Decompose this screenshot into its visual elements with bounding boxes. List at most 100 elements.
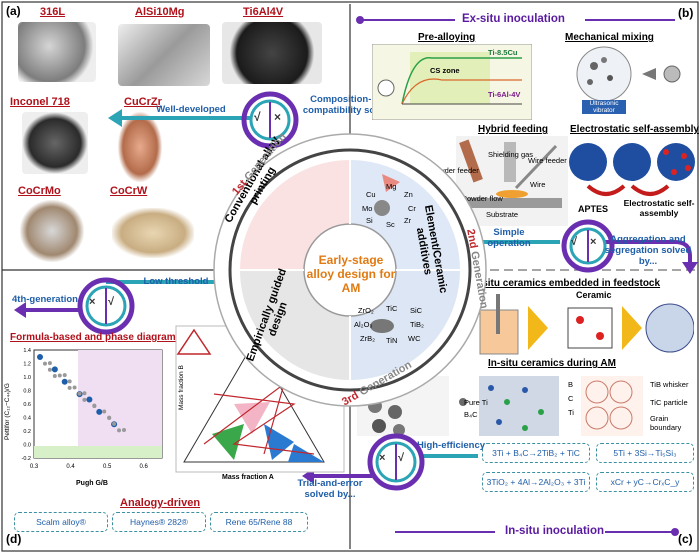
- lens-ab: [241, 91, 299, 149]
- cross-mark-cd: ×: [379, 452, 386, 464]
- part-inconel718-image: [22, 112, 88, 174]
- element-sc: Sc: [386, 220, 395, 229]
- well-developed-label: Well-developed: [156, 104, 226, 115]
- lens-d: [77, 277, 135, 335]
- scatter-point: [86, 396, 93, 403]
- element-cu: Cu: [366, 190, 376, 199]
- cross-mark-ab: ×: [274, 110, 282, 124]
- well-developed-arrow: [108, 109, 250, 127]
- powder-feeder-label: Powder feeder: [430, 166, 479, 175]
- analogy-item-1: Scalm alloy®: [14, 512, 108, 532]
- scatter-ytick-label: 1.4: [23, 348, 31, 354]
- hybrid-feeding-label: Hybrid feeding: [478, 124, 549, 135]
- mechanical-mixing-label: Mechanical mixing: [565, 32, 654, 43]
- scatter-point: [67, 379, 72, 384]
- scatter-point: [57, 373, 62, 378]
- check-mark-cd: √: [398, 452, 405, 464]
- pre-alloying-label: Pre-alloying: [418, 32, 476, 43]
- scatter-point: [96, 408, 103, 415]
- scatter-point: [42, 361, 47, 366]
- ex-situ-title: Ex-situ inoculation: [462, 13, 565, 25]
- gb-label: Grain boundary: [650, 414, 682, 432]
- electrostatic-label: Electrostatic self-assembly: [570, 124, 699, 135]
- scatter-point: [62, 373, 67, 378]
- tic-label: TiC particle: [650, 398, 688, 407]
- panel-c-label: (c): [678, 532, 693, 546]
- scatter-point: [107, 415, 112, 420]
- scatter-ytick-label: -0.2: [22, 456, 31, 462]
- composition-solved-label: Composition-process compatibility solved…: [302, 94, 416, 116]
- trial-error-label: Trial-and-error solved by...: [297, 478, 363, 500]
- scatter-point: [52, 373, 57, 378]
- alloy-inconel718: Inconel 718: [10, 96, 70, 108]
- legend-b: B: [568, 380, 574, 389]
- scatter-xtick-label: 0.5: [103, 464, 112, 470]
- scatter-point: [47, 361, 52, 366]
- b4c-label: B₄C: [464, 410, 478, 419]
- fourth-gen-label: 4th-generation: [12, 294, 78, 305]
- part-cocrmo-image: [20, 200, 84, 262]
- in-situ-am-diagram: [357, 376, 643, 436]
- hybrid-feeding-diagram: [456, 136, 568, 226]
- cross-mark-d: ×: [89, 296, 96, 308]
- check-mark-d: √: [108, 296, 115, 308]
- ceramic-zrb2: ZrB₂: [360, 334, 375, 343]
- lens-cd: [367, 433, 425, 491]
- element-mg: Mg: [386, 182, 397, 191]
- scatter-point: [102, 409, 107, 414]
- ti85cu-label: Ti-8.5Cu: [488, 48, 518, 57]
- reaction-2: 5Ti + 3Si→Ti₅Si₃: [596, 443, 694, 463]
- legend-c: C: [568, 394, 574, 403]
- ceramic-al2o3: Al₂O₃: [354, 320, 373, 329]
- pre-alloying-diagram: [372, 44, 532, 120]
- scatter-ylabel: Pettifor (C₁₂−C₄₄)/G: [4, 383, 11, 440]
- in-situ-footer-line: [395, 528, 679, 536]
- aptes-label: APTES: [578, 204, 609, 214]
- part-cocrw-image: [112, 208, 194, 258]
- ti64-label: Ti-6Al-4V: [488, 90, 521, 99]
- ceramic-sic: SiC: [410, 306, 423, 315]
- scatter-point: [82, 397, 87, 402]
- ceramic-wc: WC: [408, 334, 421, 343]
- scatter-ytick-label: 1.2: [23, 362, 31, 368]
- alloy-alsi10mg: AlSi10Mg: [135, 6, 185, 18]
- element-mo: Mo: [362, 204, 373, 213]
- scatter-ytick-label: 1.0: [23, 375, 31, 381]
- electrostatic-diagram: [569, 143, 695, 196]
- part-alsi10mg-image: [118, 24, 210, 86]
- scatter-point: [72, 385, 77, 390]
- alloy-cucrzr: CuCrZr: [124, 96, 162, 108]
- alloy-ti6al4v: Ti6Al4V: [243, 6, 284, 18]
- reaction-3: 3TiO₂ + 4Al→2Al₂O₃ + 3Ti: [482, 472, 590, 492]
- ceramic-label: Ceramic: [576, 290, 612, 300]
- reaction-1: 3Ti + B₄C→2TiB₂ + TiC: [482, 443, 590, 463]
- legend-ti: Ti: [568, 408, 574, 417]
- scatter-point: [112, 421, 117, 426]
- aggregation-label: Aggregation and segregation solved by...: [604, 234, 692, 267]
- scatter-xtick-label: 0.4: [66, 464, 75, 470]
- scatter-point: [37, 354, 43, 360]
- scatter-xtick-label: 0.6: [140, 464, 149, 470]
- pure-ti-label: Pure Ti: [464, 398, 488, 407]
- ex-situ-header-line: [356, 16, 675, 24]
- substrate-label: Substrate: [486, 210, 519, 219]
- analogy-item-3: Rene 65/Rene 88: [210, 512, 308, 532]
- mechanical-mixing-diagram: [576, 46, 681, 114]
- cross-mark-bc: ×: [590, 236, 597, 248]
- scatter-point: [67, 385, 72, 390]
- scatter-point: [92, 403, 97, 408]
- center-title: Early-stage alloy design for AM: [306, 253, 396, 295]
- analogy-title: Analogy-driven: [120, 497, 201, 509]
- formula-title: Formula-based and phase diagram-guided: [10, 332, 212, 343]
- low-threshold-label: Low threshold: [143, 276, 209, 287]
- scatter-xtick-label: 0.3: [30, 464, 39, 470]
- fourth-gen-connector: [14, 280, 226, 318]
- ceramic-tib2: TiB₂: [410, 320, 424, 329]
- reaction-4: xCr + yC→CrₓC_y: [596, 472, 694, 492]
- part-316l-image: [18, 22, 96, 82]
- scatter-point: [51, 366, 58, 373]
- shielding-gas-label: Shielding gas: [488, 150, 534, 159]
- in-situ-feedstock-label: In-situ ceramics embedded in feedstock: [470, 278, 661, 289]
- tib-label: TiB whisker: [650, 380, 689, 389]
- ceramic-tic: TiC: [386, 304, 398, 313]
